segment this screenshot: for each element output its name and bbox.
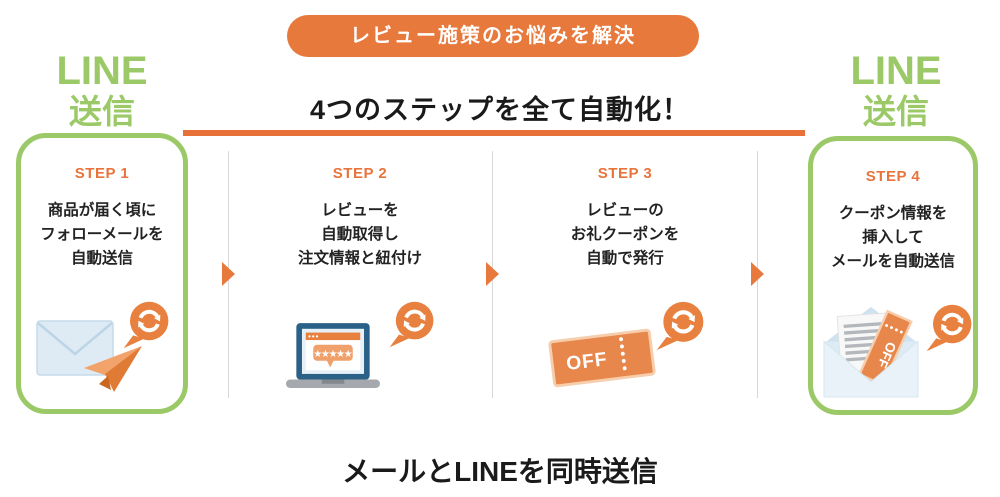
line-send-right-ja: 送信	[863, 93, 929, 130]
top-badge: レビュー施策のお悩みを解決	[287, 15, 699, 57]
line-send-left-ja: 送信	[69, 93, 135, 130]
step1-label: STEP 1	[74, 165, 130, 182]
arrow-right-icon	[222, 262, 235, 286]
step3-content: STEP 3 レビューの お礼クーポンを 自動で発行	[502, 165, 748, 271]
auto-refresh-bubble-icon	[926, 304, 972, 352]
envelope-icon	[36, 320, 114, 376]
auto-refresh-bubble-icon	[656, 301, 704, 351]
review-stars: ★★★★★	[313, 349, 352, 359]
auto-refresh-bubble-icon	[389, 301, 434, 348]
arrow-right-icon	[751, 262, 764, 286]
coupon-ticket-icon: OFF	[548, 328, 656, 388]
coupon-ticket-icon: OFF	[857, 309, 913, 387]
laptop-icon: ★★★★★	[286, 323, 380, 389]
paper-plane-icon	[84, 346, 142, 392]
step3-label: STEP 3	[597, 165, 653, 182]
heading-underline	[183, 130, 805, 136]
page-title: 4つのステップを全て自動化！	[309, 95, 690, 125]
arrow-right-icon	[486, 262, 499, 286]
off-coupon-icon: OFF	[548, 298, 708, 390]
step2-content: STEP 2 レビューを 自動取得し 注文情報と紐付け	[240, 165, 480, 271]
envelope-paper-plane-icon	[36, 298, 176, 410]
step1-description: 商品が届く頃に フォローメールを 自動送信	[40, 202, 164, 268]
footer-title: メールとLINEを同時送信	[342, 456, 658, 487]
step3-description: レビューの お礼クーポンを 自動で発行	[570, 202, 680, 268]
line-send-label-right: LINE 送信	[810, 50, 982, 132]
coupon-off-label: OFF	[565, 349, 609, 375]
step2-label: STEP 2	[332, 165, 388, 182]
open-envelope-icon: OFF	[823, 306, 919, 398]
open-envelope-coupon-icon: OFF	[823, 300, 975, 400]
step4-content: STEP 4 クーポン情報を 挿入して メールを自動送信	[808, 168, 978, 274]
line-send-label-left: LINE 送信	[16, 50, 188, 132]
step2-description: レビューを 自動取得し 注文情報と紐付け	[297, 202, 422, 268]
step4-label: STEP 4	[865, 168, 921, 185]
line-send-right-en: LINE	[850, 49, 942, 93]
step1-content: STEP 1 商品が届く頃に フォローメールを 自動送信	[16, 165, 188, 271]
auto-refresh-bubble-icon	[123, 301, 169, 349]
step4-description: クーポン情報を 挿入して メールを自動送信	[830, 205, 955, 271]
laptop-review-stars-icon: ★★★★★	[284, 296, 440, 396]
line-send-left-en: LINE	[56, 49, 148, 93]
